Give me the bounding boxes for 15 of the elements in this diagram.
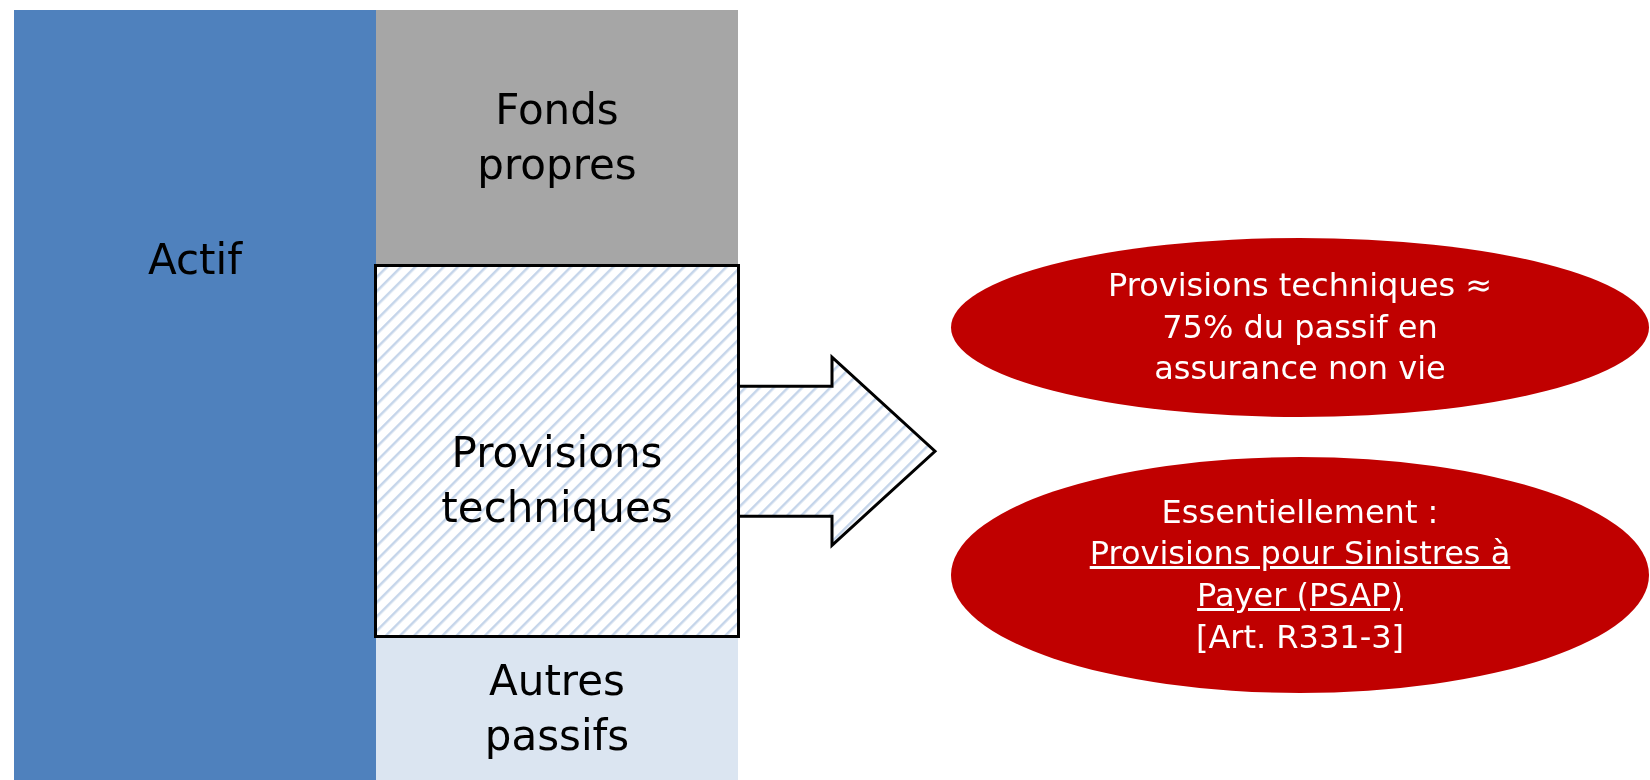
equity-block bbox=[376, 10, 738, 266]
block-arrow bbox=[738, 353, 938, 549]
node-text: Actif bbox=[148, 233, 242, 286]
provisions-block bbox=[374, 264, 740, 638]
liabilities-block bbox=[376, 638, 738, 780]
node-text: Provisions pour Sinistres à Payer (PSAP) bbox=[1088, 533, 1512, 616]
node-text: Provisions techniques bbox=[440, 427, 674, 534]
node-text: [Art. R331-3] bbox=[1195, 616, 1405, 658]
node-text: Autres passifs bbox=[483, 655, 631, 762]
node-text: Fonds propres bbox=[476, 84, 638, 191]
node-text: Essentiellement : bbox=[1161, 491, 1439, 533]
highlight-ellipse bbox=[950, 237, 1650, 418]
asset-column bbox=[14, 10, 376, 780]
highlight-ellipse bbox=[950, 456, 1650, 694]
node-text: Provisions techniques ≈ 75% du passif en assurance non vie bbox=[1106, 265, 1494, 390]
